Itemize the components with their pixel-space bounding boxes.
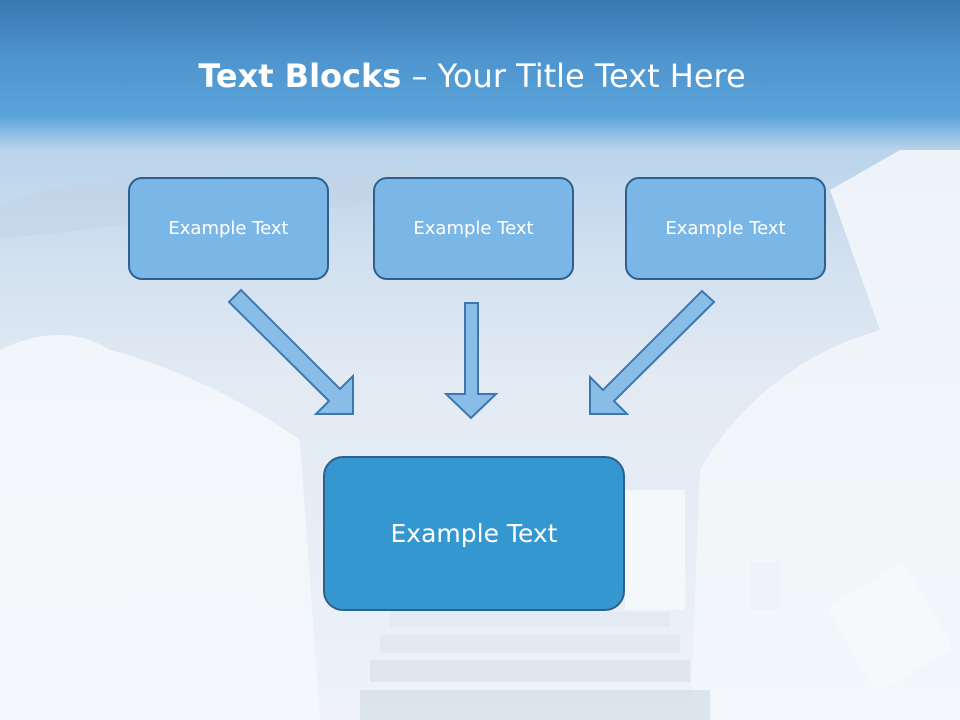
title-rest: – Your Title Text Here — [401, 57, 746, 95]
text-block-2[interactable]: Example Text — [373, 177, 574, 280]
arrow-down — [443, 302, 499, 420]
arrow-right-down-left — [589, 289, 716, 415]
text-block-1[interactable]: Example Text — [128, 177, 329, 280]
title-bold-part: Text Blocks — [198, 57, 402, 95]
arrow-left-down-right — [227, 288, 354, 415]
slide-title: Text Blocks – Your Title Text Here — [0, 54, 944, 98]
text-block-3[interactable]: Example Text — [625, 177, 826, 280]
main-text-block[interactable]: Example Text — [323, 456, 625, 611]
